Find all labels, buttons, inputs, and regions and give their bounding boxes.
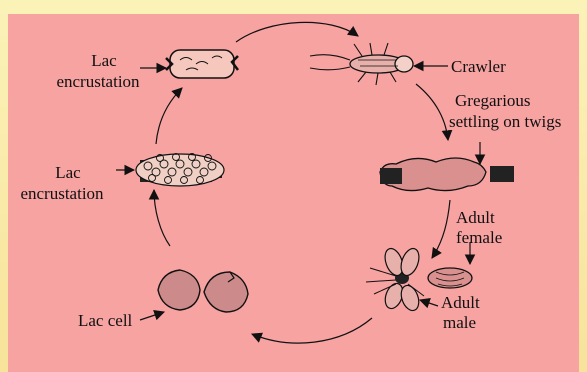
label-lac-encrustation-mid-2: encrustation: [20, 184, 104, 203]
label-lac-encrustation-top-2: encrustation: [56, 72, 140, 91]
cycle-arrow-left-lower: [154, 190, 170, 246]
lac-encrustation-top-figure: [140, 50, 238, 78]
cycle-arrow-top: [236, 22, 358, 42]
adult-female-figure: [428, 242, 472, 288]
label-lac-encrustation-top-1: Lac: [91, 51, 117, 70]
label-adult-female-2: female: [456, 228, 502, 247]
label-adult-male-1: Adult: [441, 293, 480, 312]
label-adult-female-1: Adult: [456, 208, 495, 227]
cycle-arrow-bottom: [252, 318, 372, 343]
cycle-arrow-right-lower: [432, 200, 450, 258]
lac-encrustation-mid-figure: [116, 154, 224, 187]
settling-on-twigs-figure: [380, 142, 514, 191]
label-lac-cell: Lac cell: [78, 311, 133, 330]
adult-male-figure: [366, 246, 438, 313]
cycle-arrow-right-upper: [416, 84, 448, 140]
label-adult-male-2: male: [443, 313, 476, 332]
label-gregarious-1: Gregarious: [455, 91, 531, 110]
cycle-arrow-left-upper: [156, 88, 182, 144]
lac-cell-figure: [140, 270, 248, 320]
label-crawler: Crawler: [451, 57, 506, 76]
label-gregarious-2: settling on twigs: [449, 112, 561, 131]
label-lac-encrustation-mid-1: Lac: [55, 163, 81, 182]
crawler-figure: [310, 43, 448, 85]
